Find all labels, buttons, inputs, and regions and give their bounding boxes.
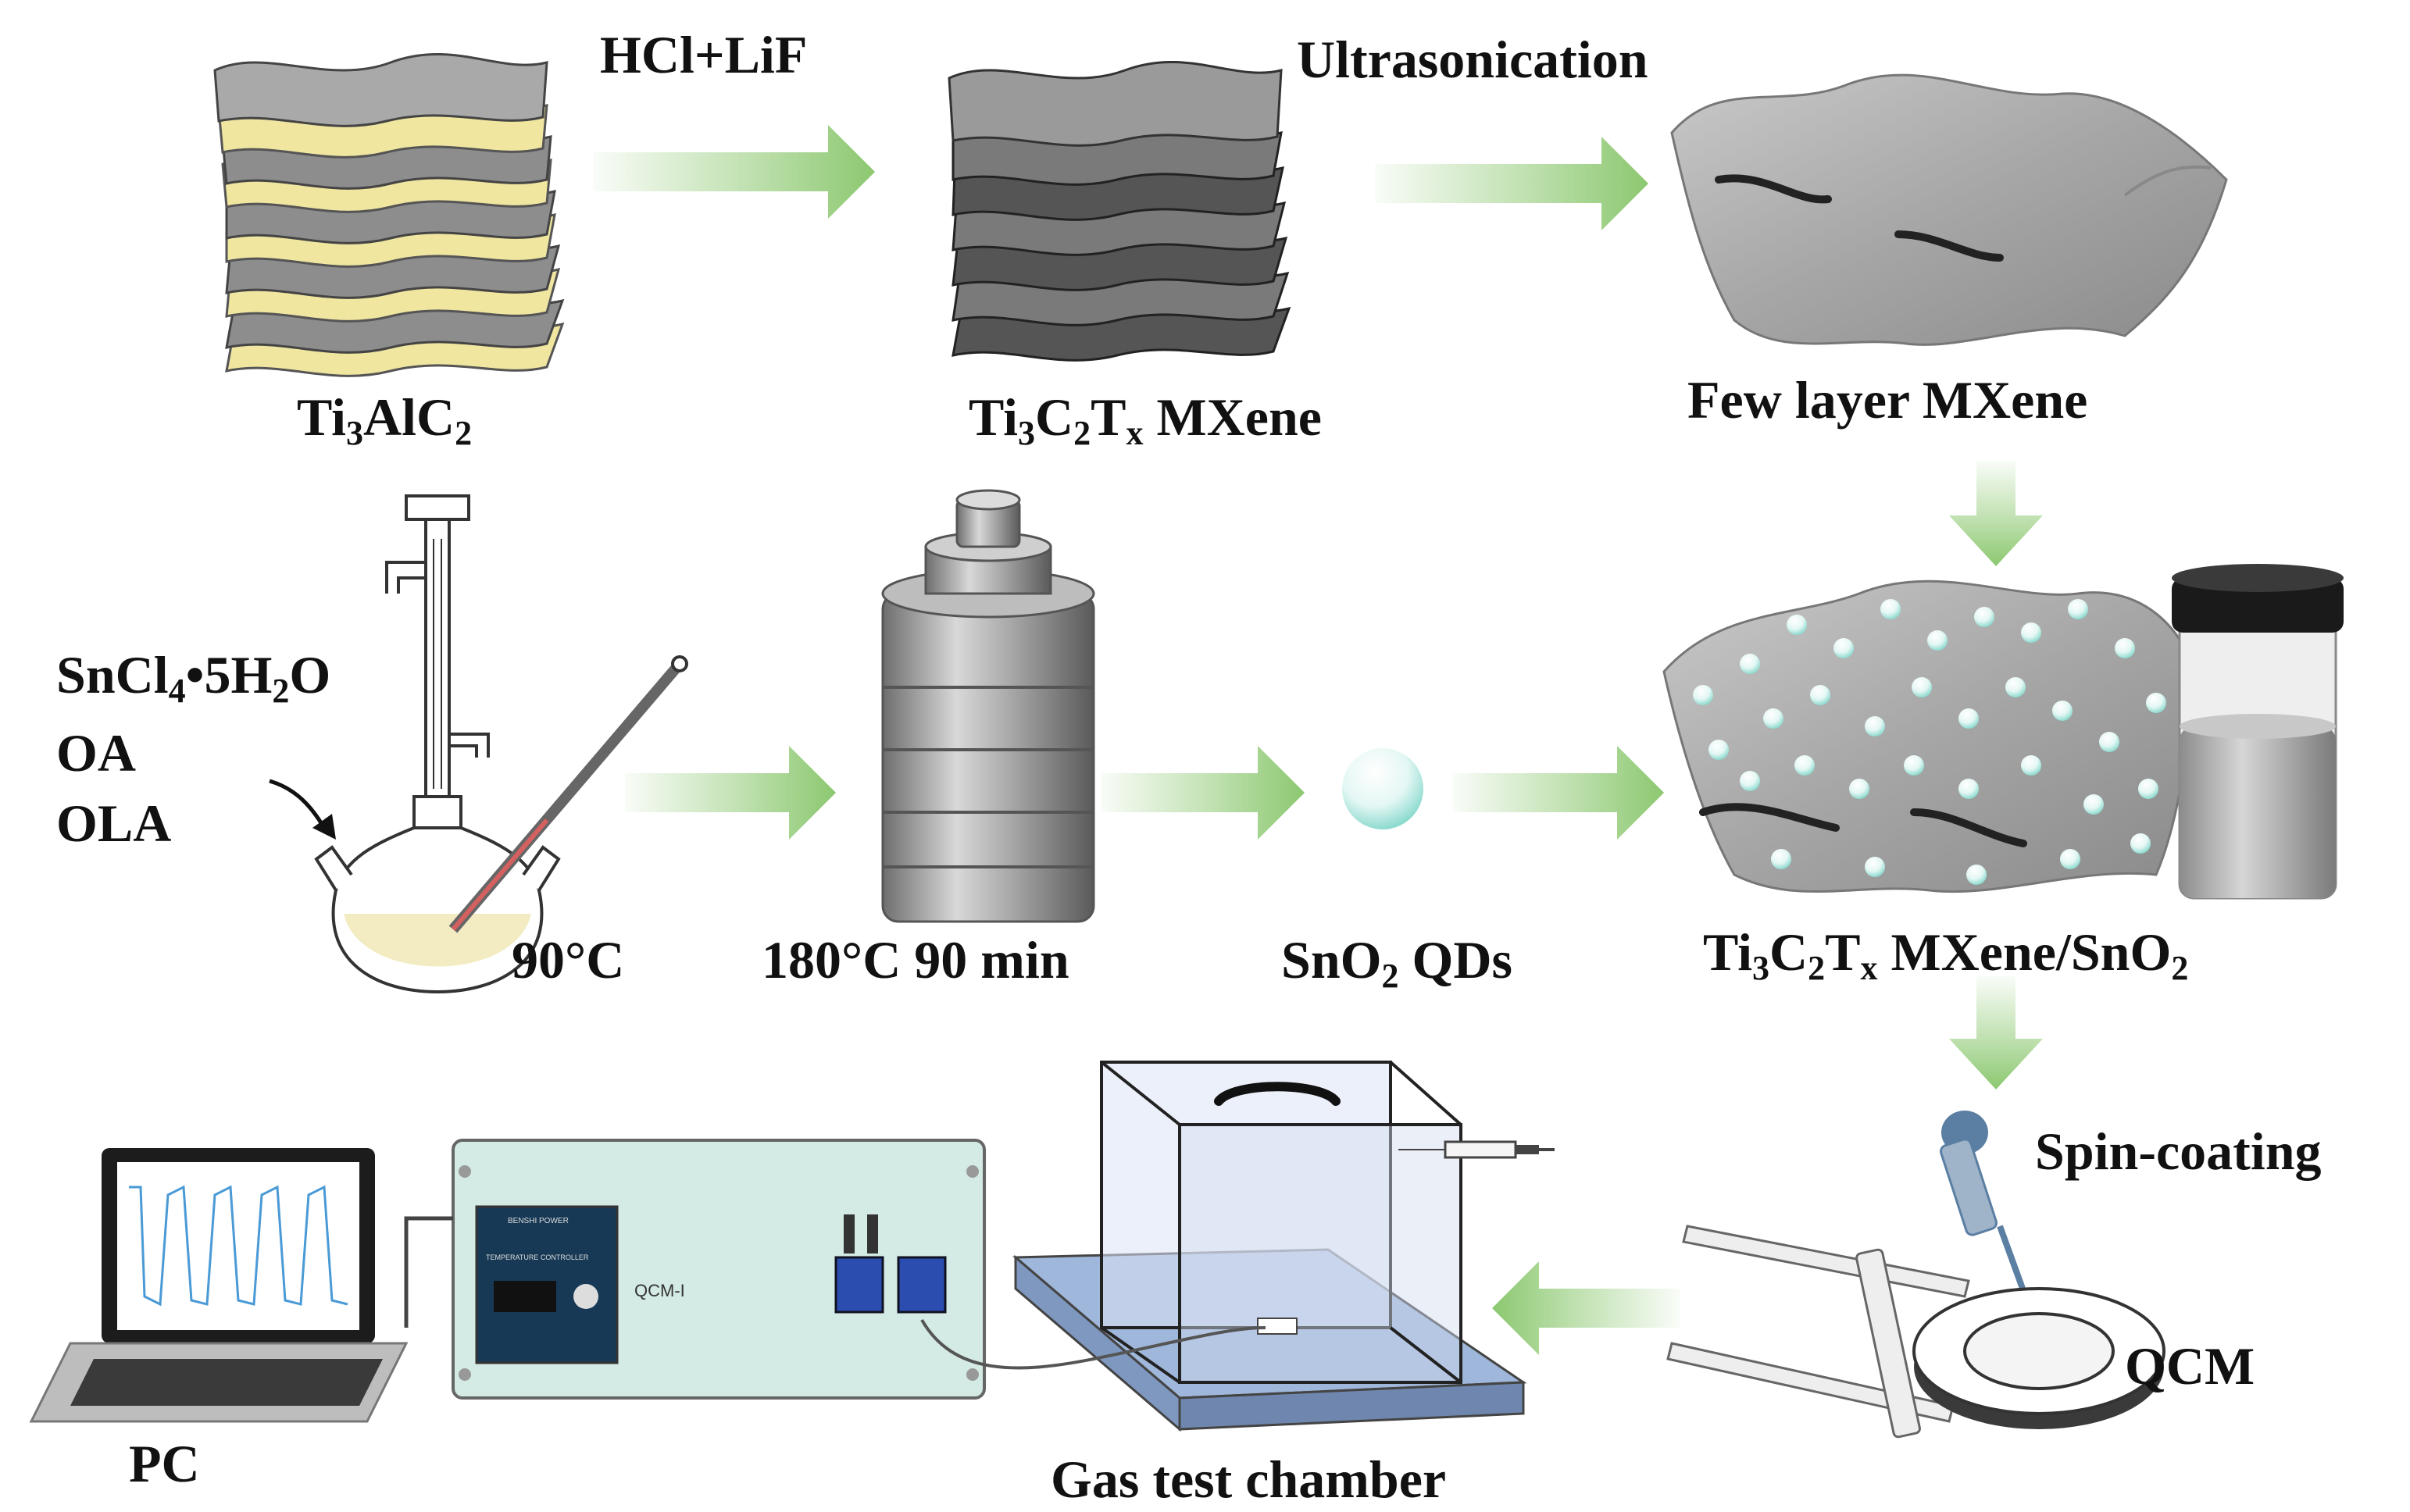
arrow-flask-to-autoclave bbox=[625, 746, 836, 840]
qcm-disc bbox=[1912, 1287, 2165, 1429]
material-label-ti3alc2: Ti3AlC2 bbox=[297, 387, 473, 452]
reflux-flask-setup bbox=[314, 494, 688, 994]
arrow-ultrasonication bbox=[1375, 137, 1648, 230]
gas-test-chamber bbox=[1012, 1061, 1527, 1432]
ti3alc2-layered-stack bbox=[213, 52, 565, 377]
arrow-qds-to-composite bbox=[1453, 746, 1664, 840]
controller-label: TEMPERATURE CONTROLLER bbox=[486, 1253, 589, 1261]
arrow-down-composite bbox=[1949, 461, 2043, 566]
controller-brand: BENSHI POWER bbox=[508, 1217, 569, 1225]
ti3c2tx-layered-stack bbox=[948, 60, 1291, 362]
reagent-pointer-arrowhead bbox=[312, 814, 336, 840]
syringe-icon bbox=[1398, 1140, 1555, 1159]
arrow-down-spin bbox=[1949, 976, 2043, 1089]
condition-autoclave: 180°C 90 min bbox=[762, 930, 1069, 990]
step-label-spin-coating: Spin-coating bbox=[2035, 1122, 2322, 1181]
device-label-pc: PC bbox=[129, 1434, 200, 1493]
step-label-etch: HCl+LiF bbox=[600, 25, 808, 84]
qcm-instrument bbox=[452, 1139, 986, 1400]
few-layer-mxene-sheet bbox=[1670, 73, 2228, 346]
sno2-qd-sphere bbox=[1342, 748, 1423, 829]
arrow-etch bbox=[594, 125, 875, 219]
reagent-ola: OLA bbox=[56, 793, 172, 853]
material-label-ti3c2tx: Ti3C2Tx MXene bbox=[969, 387, 1322, 452]
material-label-sno2-qds: SnO2 QDs bbox=[1281, 930, 1512, 995]
device-label-chamber: Gas test chamber bbox=[1051, 1450, 1447, 1509]
reagent-sncl4: SnCl4•5H2O bbox=[56, 645, 331, 710]
instrument-cable bbox=[920, 1319, 1266, 1370]
reagent-pointer-arrow bbox=[269, 779, 327, 829]
material-label-composite: Ti3C2Tx MXene/SnO2 bbox=[1703, 922, 2189, 987]
response-curve bbox=[129, 1185, 348, 1307]
mxene-sno2-composite-sheet bbox=[1662, 579, 2197, 893]
arrow-autoclave-to-qds bbox=[1101, 746, 1305, 840]
laptop-pc bbox=[29, 1148, 409, 1423]
reagent-oa: OA bbox=[56, 723, 136, 783]
material-label-few-layer: Few layer MXene bbox=[1687, 370, 2088, 430]
condition-flask-temp: 90°C bbox=[512, 930, 625, 990]
autoclave-icon bbox=[881, 489, 1095, 923]
laptop-cable bbox=[404, 1216, 453, 1328]
solution-vial bbox=[2172, 564, 2344, 900]
instrument-label-qcm-i: QCM-I bbox=[634, 1281, 685, 1300]
arrow-qcm-to-chamber bbox=[1492, 1261, 1680, 1355]
spin-coater-arms bbox=[1666, 1225, 1970, 1439]
step-label-ultrasonication: Ultrasonication bbox=[1297, 30, 1648, 89]
device-label-qcm: QCM bbox=[2125, 1336, 2255, 1396]
